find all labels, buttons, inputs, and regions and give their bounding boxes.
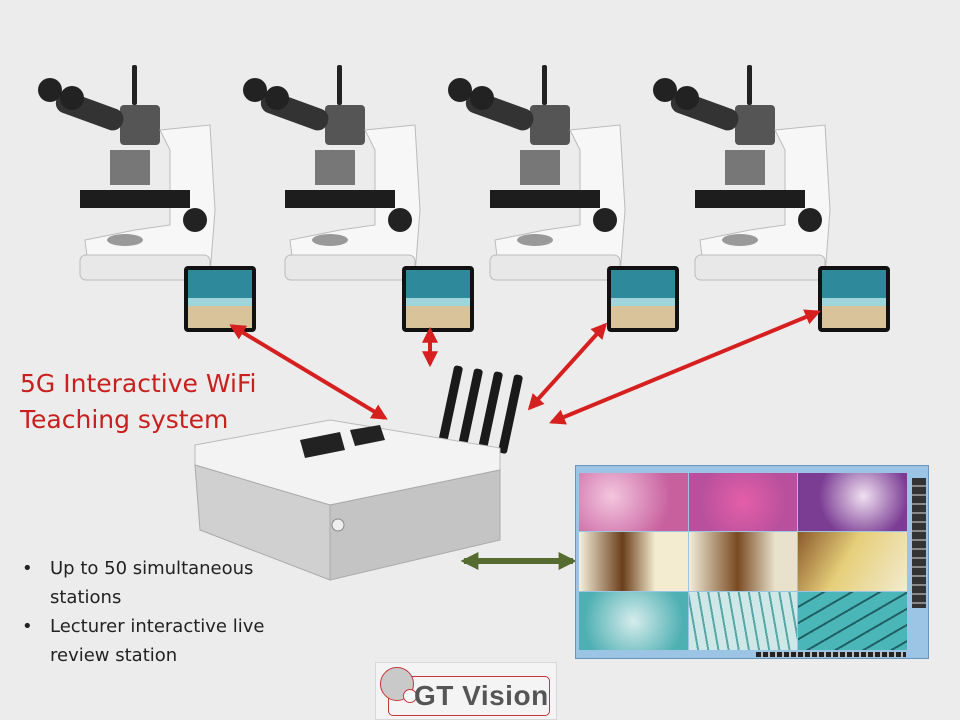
microscope-3 <box>447 64 626 281</box>
view-tile <box>579 532 688 591</box>
view-tile <box>688 532 798 591</box>
gt-vision-logo: GT Vision <box>375 662 557 720</box>
tool-sidebar[interactable] <box>912 478 926 608</box>
bottom-toolbar[interactable] <box>756 652 906 657</box>
view-tile <box>579 473 688 532</box>
logo-text: GT Vision <box>414 680 549 711</box>
title-line-1: 5G Interactive WiFi <box>20 369 257 398</box>
view-tile <box>688 473 798 532</box>
view-tile <box>798 473 907 532</box>
link-arrow-1 <box>229 324 388 420</box>
review-station-screen <box>575 465 929 659</box>
view-tile <box>798 532 907 591</box>
camera-view-grid <box>579 473 907 650</box>
feature-item: Up to 50 simultaneous stations <box>22 554 302 612</box>
system-title: 5G Interactive WiFi Teaching system <box>20 366 256 438</box>
tablet-4 <box>818 266 890 332</box>
view-tile <box>798 591 907 650</box>
view-tile <box>579 591 688 650</box>
microscope-4 <box>652 64 831 281</box>
view-tile <box>688 591 798 650</box>
feature-item: Lecturer interactive live review station <box>22 612 302 670</box>
feature-list: Up to 50 simultaneous stations Lecturer … <box>22 554 302 670</box>
tablet-2 <box>402 266 474 332</box>
wifi-router <box>194 365 523 581</box>
title-line-2: Teaching system <box>20 405 229 434</box>
microscope-2 <box>242 64 421 281</box>
link-arrow-3 <box>527 322 608 411</box>
tablet-1 <box>184 266 256 332</box>
link-arrow-4 <box>549 309 821 425</box>
microscope-1 <box>37 64 216 281</box>
tablet-3 <box>607 266 679 332</box>
